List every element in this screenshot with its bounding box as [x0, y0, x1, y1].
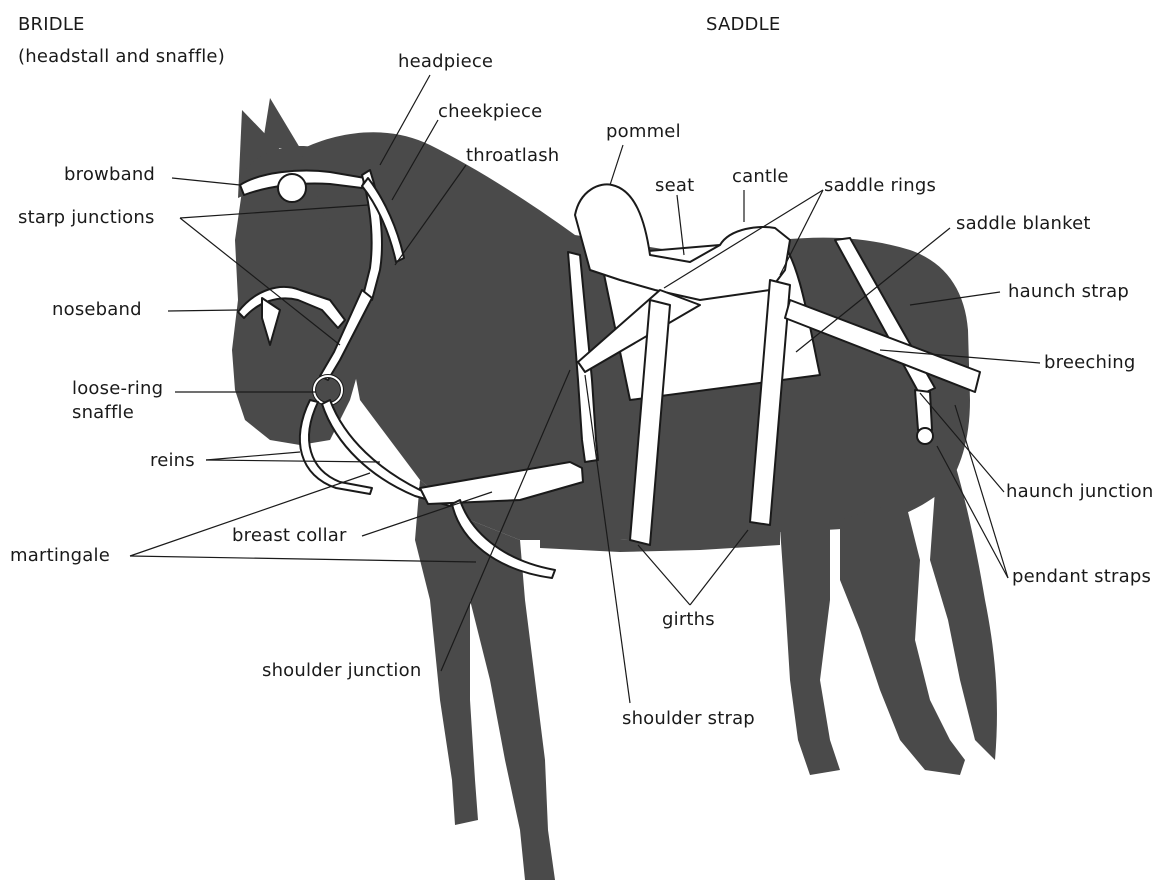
label-pendant-straps: pendant straps: [1012, 566, 1151, 588]
label-haunch-junction: haunch junction: [1006, 481, 1153, 503]
label-saddle-blanket: saddle blanket: [956, 213, 1091, 235]
bridle-subheading: (headstall and snaffle): [18, 46, 225, 68]
label-pommel: pommel: [606, 121, 681, 143]
label-breeching: breeching: [1044, 352, 1136, 374]
saddle-heading: SADDLE: [706, 14, 780, 36]
label-shoulder-junction: shoulder junction: [262, 660, 421, 682]
label-strap-junctions: starp junctions: [18, 207, 155, 229]
label-cheekpiece: cheekpiece: [438, 101, 542, 123]
label-browband: browband: [64, 164, 155, 186]
label-saddle-rings: saddle rings: [824, 175, 936, 197]
label-seat: seat: [655, 175, 694, 197]
label-headpiece: headpiece: [398, 51, 493, 73]
label-haunch-strap: haunch strap: [1008, 281, 1129, 303]
label-loose-ring: loose-ring: [72, 378, 163, 400]
label-cantle: cantle: [732, 166, 789, 188]
bridle-heading: BRIDLE: [18, 14, 85, 36]
label-breast-collar: breast collar: [232, 525, 347, 547]
label-reins: reins: [150, 450, 195, 472]
label-throatlash: throatlash: [466, 145, 559, 167]
label-shoulder-strap: shoulder strap: [622, 708, 755, 730]
label-martingale: martingale: [10, 545, 110, 567]
label-noseband: noseband: [52, 299, 142, 321]
label-snaffle: snaffle: [72, 402, 134, 424]
label-girths: girths: [662, 609, 715, 631]
